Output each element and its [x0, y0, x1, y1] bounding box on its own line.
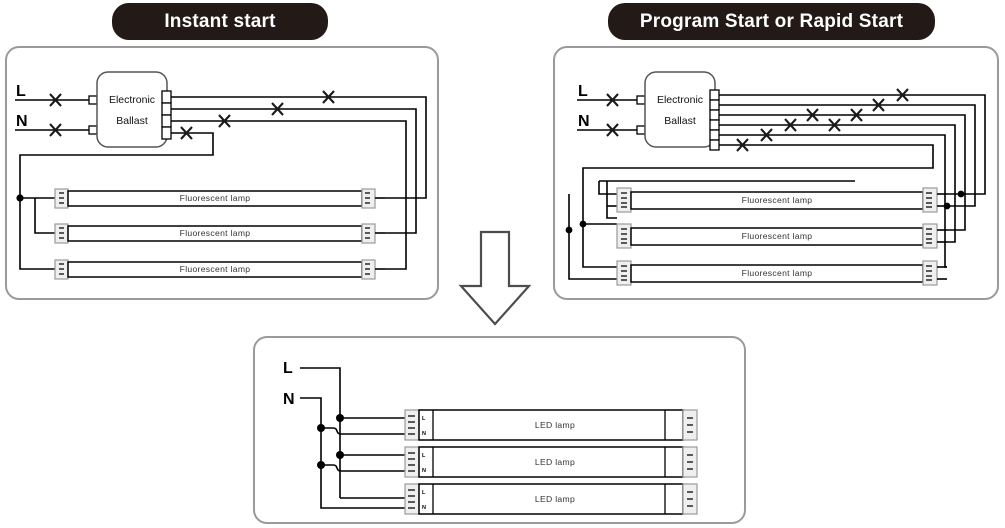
lamp1-branch	[321, 417, 405, 435]
label-line: L	[16, 83, 26, 100]
ballast-label-line1: Electronic	[109, 94, 155, 106]
ballast-input-terminal-l	[88, 95, 98, 105]
fluorescent-lamp-2: Fluorescent lamp	[616, 223, 947, 249]
ballast-output-terminal	[161, 102, 172, 116]
cut-mark-icon	[736, 138, 749, 152]
title-instant-start: Instant start	[112, 3, 328, 40]
cut-mark-icon	[828, 118, 841, 132]
lamp2-branch	[321, 454, 405, 472]
junction-dot	[579, 220, 587, 228]
junction-dot	[16, 194, 24, 202]
cut-mark-icon	[806, 108, 819, 122]
ballast-output-terminal	[161, 90, 172, 104]
fluorescent-lamp-1: Fluorescent lamp	[616, 187, 947, 213]
cut-mark-icon	[271, 102, 284, 116]
junction-dot	[317, 461, 325, 469]
cut-mark-icon	[49, 123, 62, 137]
ballast-output-terminal	[709, 139, 720, 151]
ballast-output-terminal	[709, 119, 720, 131]
pin-label-n: N	[422, 468, 426, 474]
ballast-output-wire-3	[171, 120, 407, 270]
cut-mark-icon	[218, 114, 231, 128]
junction-dot	[943, 202, 951, 210]
title-program-rapid-start: Program Start or Rapid Start	[608, 3, 935, 40]
cut-mark-icon	[872, 98, 885, 112]
lamp-left-bus	[568, 180, 855, 280]
label-line: L	[578, 83, 588, 100]
electronic-ballast	[644, 71, 716, 148]
ballast-output-terminal	[709, 109, 720, 121]
led-lamp-2: L N LED lamp	[404, 446, 698, 478]
ballast-output-terminal	[709, 99, 720, 111]
neutral-bus	[300, 397, 405, 509]
junction-dot	[336, 414, 344, 422]
lamp-label: LED lamp	[535, 494, 575, 504]
lamp-common-bus	[19, 197, 55, 270]
ballast-output-wire-6	[582, 144, 934, 230]
cut-mark-icon	[850, 108, 863, 122]
led-lamp-1: L N LED lamp	[404, 409, 698, 441]
instant-start-schematic: L N Electronic Ballast	[15, 71, 427, 280]
pin-label-l: L	[422, 416, 426, 422]
ballast-output-terminal	[709, 129, 720, 141]
ballast-input-terminal-l	[636, 95, 646, 105]
fluorescent-lamp-2: Fluorescent lamp	[54, 223, 385, 244]
electronic-ballast	[96, 71, 168, 148]
lamp-label: Fluorescent lamp	[742, 231, 813, 241]
ballast-input-terminal-n	[636, 125, 646, 135]
ballast-output-wire-1	[719, 94, 986, 195]
ballast-output-wire-2	[171, 108, 417, 234]
ballast-input-terminal-n	[88, 125, 98, 135]
line-bus	[300, 367, 341, 498]
junction-dot	[957, 190, 965, 198]
label-neutral: N	[283, 391, 295, 408]
fluorescent-lamp-1: Fluorescent lamp	[54, 188, 385, 209]
pin-label-l: L	[422, 490, 426, 496]
cut-mark-icon	[606, 123, 619, 137]
panel-led-retrofit: L N	[253, 336, 746, 524]
cut-mark-icon	[322, 90, 335, 104]
ballast-label-line2: Ballast	[116, 115, 148, 127]
cut-mark-icon	[180, 126, 193, 140]
cut-mark-icon	[784, 118, 797, 132]
lamp-label: LED lamp	[535, 420, 575, 430]
ballast-output-terminal	[709, 89, 720, 101]
ballast-label-line2: Ballast	[664, 115, 696, 127]
lamp-label: Fluorescent lamp	[180, 228, 251, 238]
ballast-output-wire-4	[719, 124, 956, 243]
ballast-label-line1: Electronic	[657, 94, 703, 106]
panel-program-rapid-start: L N Electronic Ballast	[553, 46, 999, 300]
label-line: L	[283, 360, 293, 377]
lamp-label: Fluorescent lamp	[180, 264, 251, 274]
cut-mark-icon	[606, 93, 619, 107]
lamp-label: Fluorescent lamp	[180, 193, 251, 203]
led-lamp-3: L N LED lamp	[404, 483, 698, 515]
lamp-label: Fluorescent lamp	[742, 195, 813, 205]
pin-label-n: N	[422, 431, 426, 437]
ballast-output-terminal	[161, 114, 172, 128]
junction-dot	[336, 451, 344, 459]
ballast-output-wire-1	[171, 96, 427, 199]
junction-dot	[565, 226, 573, 234]
fluorescent-lamp-3: Fluorescent lamp	[54, 259, 385, 280]
pin-label-n: N	[422, 505, 426, 511]
pin-label-l: L	[422, 453, 426, 459]
lamp-label: Fluorescent lamp	[742, 268, 813, 278]
ballast-output-wire-2	[719, 104, 976, 207]
label-neutral: N	[16, 113, 28, 130]
conversion-arrow	[458, 230, 532, 326]
cut-mark-icon	[760, 128, 773, 142]
lamp-label: LED lamp	[535, 457, 575, 467]
ballast-output-wire-3	[719, 114, 966, 231]
panel-instant-start: L N Electronic Ballast	[5, 46, 439, 300]
ballast-output-terminal	[161, 126, 172, 140]
ballast-output-wire-4	[19, 132, 214, 198]
program-start-schematic: L N Electronic Ballast	[565, 71, 986, 286]
led-schematic: L N	[283, 360, 698, 515]
junction-dot	[317, 424, 325, 432]
cut-mark-icon	[896, 88, 909, 102]
fluorescent-lamp-3: Fluorescent lamp	[616, 260, 947, 286]
label-neutral: N	[578, 113, 590, 130]
cut-mark-icon	[49, 93, 62, 107]
